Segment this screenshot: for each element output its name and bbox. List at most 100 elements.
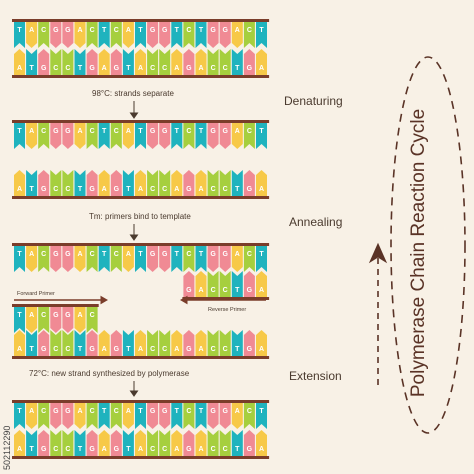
dna2-bottom-base-6-letter: G	[89, 186, 95, 193]
dna2-bottom-base-10-shape	[135, 170, 146, 196]
dna4-top-base-2: C	[38, 403, 50, 429]
dna4-bottom-base-5: T	[74, 430, 86, 456]
dna4-top-base-11-letter: G	[150, 408, 156, 415]
dna2-bottom-base-20: A	[256, 170, 267, 196]
dna3-bottom-base-1-letter: T	[29, 346, 34, 353]
dna3-bottom-base-17-letter: C	[223, 346, 228, 353]
dna2-bottom-base-12-letter: C	[162, 186, 167, 193]
dna4-top-base-0-letter: T	[17, 408, 22, 415]
dna4-bottom-base-19-shape	[243, 430, 255, 456]
dna4-top-base-18-shape	[231, 403, 243, 429]
reverse-primer-label: Reverse Primer	[208, 307, 246, 313]
dna2-top-base-5-shape	[74, 123, 86, 149]
dna2-bottom-base-19-letter: G	[247, 186, 253, 193]
dna3-bottom-base-5-letter: T	[78, 346, 83, 353]
dna2-bottom-base-18: T	[231, 170, 243, 196]
dna2-bottom-base-12: C	[159, 170, 171, 196]
dna1-top-base-1: A	[26, 22, 38, 48]
dna1-bottom-base-7: A	[98, 49, 110, 75]
dna1-bottom-base-20-letter: A	[259, 65, 264, 72]
dna1-top-base-4: G	[62, 22, 74, 48]
dna2-top-base-15-letter: T	[199, 128, 204, 135]
dna1-bottom-base-19-letter: G	[247, 65, 253, 72]
dna4-top-base-8-letter: C	[114, 408, 119, 415]
dna2-top-base-16-letter: G	[210, 128, 216, 135]
dna2-top-base-12: G	[159, 123, 171, 149]
dna1-top-base-0: T	[14, 22, 25, 48]
step-denaturing: Denaturing	[284, 94, 343, 108]
dna2-top-base-8-shape	[110, 123, 122, 149]
dna1-top-base-7: T	[98, 22, 110, 48]
dna4-top-base-16-letter: G	[210, 408, 216, 415]
dna2-bottom-base-3: C	[50, 170, 62, 196]
dna2-top-base-11-letter: G	[150, 128, 156, 135]
dna1-bottom-base-10-letter: A	[138, 65, 143, 72]
dna4-bottom-base-12: C	[159, 430, 171, 456]
dna1-top-base-18: A	[231, 22, 243, 48]
dna3-reverse-primer-backbone	[182, 297, 270, 300]
dna1-bottom-base-17-letter: C	[223, 65, 228, 72]
dna4-top-base-14: C	[183, 403, 195, 429]
dna2-bottom-base-7-shape	[98, 170, 110, 196]
dna1-bottom-base-14-letter: G	[186, 65, 192, 72]
dna3-top-base-0-letter: T	[17, 251, 22, 258]
dna1-top-base-15-letter: T	[199, 27, 204, 34]
dna3-bottom-base-12-letter: C	[162, 346, 167, 353]
dna3-forward-primer-base-5-shape	[74, 307, 86, 333]
dna4-bottom-base-2: G	[38, 430, 50, 456]
dna4-top-base-18: A	[231, 403, 243, 429]
dna1-top-base-3-letter: G	[53, 27, 59, 34]
dna3-top-base-14-letter: C	[186, 251, 191, 258]
dna4-top-base-1-shape	[26, 403, 38, 429]
dna1-bottom-base-4-shape	[62, 49, 74, 75]
dna4-top-base-14-letter: C	[186, 408, 191, 415]
dna3-top-base-13-letter: T	[175, 251, 180, 258]
dna1-top-base-5-letter: A	[77, 27, 82, 34]
dna3-top-base-4-shape	[62, 246, 74, 272]
dna3-bottom-base-15-letter: A	[198, 346, 203, 353]
dna3-forward-primer-base-6-letter: C	[90, 312, 95, 319]
dna3-top-base-2-letter: C	[41, 251, 46, 258]
dna1-top-base-11-shape	[147, 22, 159, 48]
dna2-top-base-18-shape	[231, 123, 243, 149]
dna1-bottom-base-19-shape	[243, 49, 255, 75]
dna2-bottom-base-15-shape	[195, 170, 207, 196]
dna4-bottom-base-5-letter: T	[78, 446, 83, 453]
dna1-top-base-0-letter: T	[17, 27, 22, 34]
dna2-top-base-4: G	[62, 123, 74, 149]
dna4-bottom-base-2-letter: G	[41, 446, 47, 453]
dna4-top-base-6: C	[86, 403, 98, 429]
dna1-top-base-4-letter: G	[65, 27, 71, 34]
dna3-bottom-base-12-shape	[159, 330, 171, 356]
dna4-top-base-11-shape	[147, 403, 159, 429]
dna1-bottom-base-13: A	[171, 49, 183, 75]
dna1-top-base-17-shape	[219, 22, 231, 48]
dna1-bottom-base-2: G	[38, 49, 50, 75]
dna3-forward-primer-base-5-letter: A	[77, 312, 82, 319]
dna2-bottom-base-19-shape	[243, 170, 255, 196]
dna1-bottom-base-8-letter: G	[114, 65, 120, 72]
dna1-bottom-base-13-shape	[171, 49, 183, 75]
dna2-top-base-2-letter: C	[41, 128, 46, 135]
dna2-top-base-18: A	[231, 123, 243, 149]
dna2-bottom-base-2-letter: G	[41, 186, 47, 193]
dna3-bottom-base-4-shape	[62, 330, 74, 356]
dna4-bottom-base-5-shape	[74, 430, 86, 456]
dna4-bottom-base-7: A	[98, 430, 110, 456]
dna2-bottom-base-16-shape	[207, 170, 219, 196]
dna2-top-backbone	[12, 120, 270, 123]
dna3-bottom-base-7-letter: A	[102, 346, 107, 353]
dna4-top-base-3: G	[50, 403, 62, 429]
cycle-ellipse	[390, 56, 466, 434]
dna2-bottom-base-9: T	[122, 170, 134, 196]
dna4-top-base-7: T	[98, 403, 110, 429]
dna1-top-base-12-shape	[159, 22, 171, 48]
dna3-top-base-6-letter: C	[90, 251, 95, 258]
dna1-bottom-backbone	[12, 75, 270, 78]
dna3-top-base-12: G	[159, 246, 171, 272]
dna4-top-base-8: C	[110, 403, 122, 429]
dna2-top-base-3-shape	[50, 123, 62, 149]
dna1-top-backbone	[12, 19, 270, 22]
dna3-top-base-19-shape	[243, 246, 255, 272]
dna3-top-base-6-shape	[86, 246, 98, 272]
